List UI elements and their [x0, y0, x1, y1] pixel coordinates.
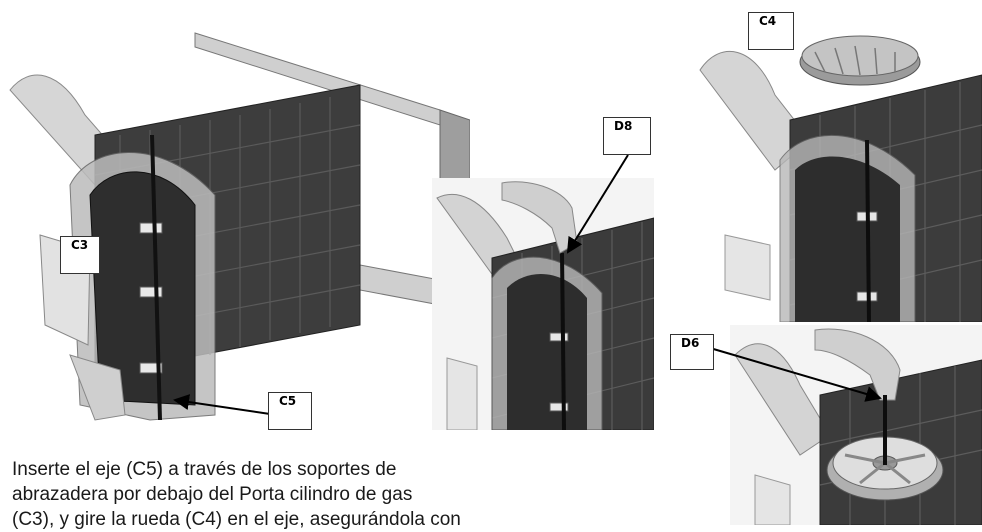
- assembly-instructions: Inserte el eje (C5) a través de los sopo…: [12, 457, 552, 532]
- instruction-line-3: (C3), y gire la rueda (C4) en el eje, as…: [12, 509, 461, 530]
- figure-wheel-d6: [730, 325, 982, 525]
- arrow-d6: [709, 347, 882, 402]
- instruction-line-1: Inserte el eje (C5) a través de los sopo…: [12, 459, 397, 480]
- arrow-d8: [566, 154, 629, 254]
- arrow-c5: [173, 394, 271, 415]
- figure-inset-d8: [432, 178, 654, 430]
- figure-wheel-c4: [695, 0, 982, 322]
- instruction-line-2: abrazadera por debajo del Porta cilindro…: [12, 484, 413, 505]
- label-c3-text: C3: [71, 238, 89, 252]
- label-d8: D8: [603, 117, 651, 155]
- label-c5: C5: [268, 392, 312, 430]
- label-c4-text: C4: [759, 14, 777, 28]
- label-d8-text: D8: [614, 119, 633, 133]
- label-c3: C3: [60, 236, 100, 274]
- label-d6-text: D6: [681, 336, 700, 350]
- label-d6: D6: [670, 334, 714, 370]
- label-c5-text: C5: [279, 394, 297, 408]
- label-c4: C4: [748, 12, 794, 50]
- figure-main-cart: [0, 25, 470, 425]
